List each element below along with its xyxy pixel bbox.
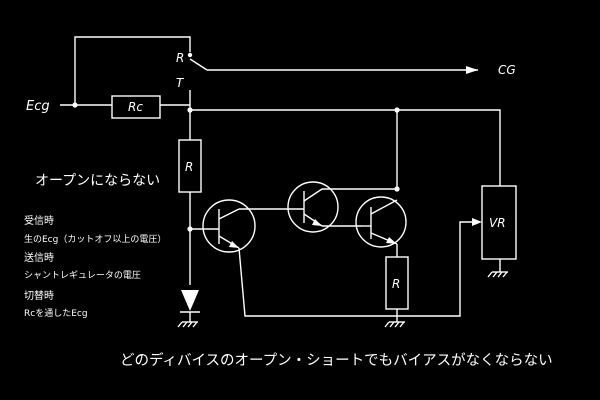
transistor-q1 — [202, 199, 256, 253]
ground-symbol-diode — [177, 321, 198, 328]
label-cg: CG — [498, 63, 516, 77]
q1-collector — [218, 208, 240, 220]
wire-relay-loop — [74, 36, 191, 105]
resistor-vr — [481, 185, 517, 260]
note-switch-desc: Rcを通したEcg — [24, 309, 88, 319]
q2-emitter-arrow — [312, 219, 322, 226]
note-headline: オープンにならない — [35, 173, 161, 189]
junction-ecg — [72, 102, 78, 108]
q3-emitter-arrow — [386, 237, 397, 244]
label-relay-r: R — [176, 51, 184, 65]
note-receive-title: 受信時 — [24, 216, 54, 227]
note-switch-title: 切替時 — [24, 291, 54, 302]
label-r-top: R — [185, 160, 193, 174]
transistor-q3 — [355, 196, 407, 248]
wire-q1-to-vr — [238, 221, 474, 317]
note-footer: どのディバイスのオープン・ショートでもバイアスがなくならない — [120, 353, 553, 369]
label-r-bottom: R — [392, 277, 400, 291]
relay-contact-r — [187, 52, 193, 58]
relay-switch-arm — [189, 58, 208, 71]
junction-q1-base — [187, 226, 193, 232]
note-receive-desc: 生のEcg（カットオフ以上の電圧） — [24, 235, 167, 245]
q1-emitter-arrow — [229, 241, 239, 248]
ground-symbol-vr — [487, 271, 508, 278]
label-relay-t: T — [176, 76, 185, 90]
note-transmit-desc: シャントレギュレータの電圧 — [24, 271, 141, 281]
ground-symbol-r — [384, 321, 405, 328]
q3-collector — [370, 199, 398, 215]
transistor-q2 — [287, 181, 339, 233]
note-transmit-title: 送信時 — [24, 253, 54, 264]
vr-wiper-arrow — [472, 218, 482, 226]
wire-top-rail — [190, 109, 501, 186]
junction-rail-branch — [394, 107, 400, 113]
label-vr: VR — [489, 216, 506, 230]
resistor-rc — [111, 95, 161, 119]
label-rc: Rc — [128, 100, 143, 114]
junction-q2-collector — [394, 186, 400, 192]
junction-rc-rail — [187, 107, 193, 113]
label-ecg: Ecg — [26, 99, 50, 114]
diode-triangle — [181, 290, 199, 311]
cg-arrow-head — [466, 66, 478, 74]
q2-collector — [303, 188, 323, 202]
